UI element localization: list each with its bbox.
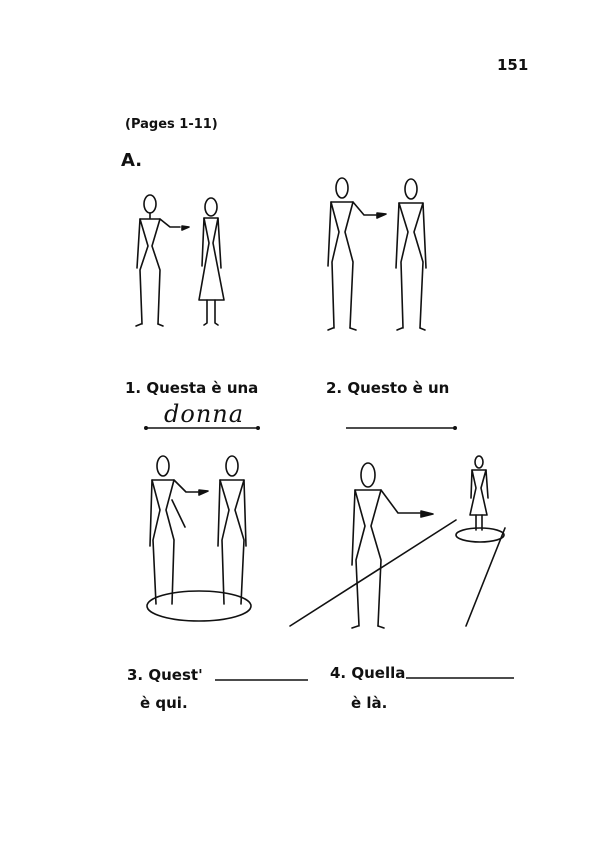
item-3-text: Quest' [148, 666, 203, 684]
section-reference: (Pages 1-11) [125, 117, 218, 132]
page-number: 151 [497, 56, 529, 74]
item-4-number: 4. [330, 664, 347, 682]
item-2-text: Questo è un [347, 379, 450, 397]
item-4: 4. Quella [330, 664, 405, 682]
item-3-number: 3. [127, 666, 144, 684]
answer-lines [146, 427, 514, 681]
item-1-number: 1. [125, 379, 142, 397]
figure-1-man-pointing-at-woman [135, 194, 225, 327]
figure-3-men-in-circle [146, 455, 252, 622]
item-2: 2. Questo è un [326, 379, 449, 397]
figure-4-man-pointing-far [289, 455, 506, 629]
item-3: 3. Quest' [127, 666, 203, 684]
item-3-continuation: è qui. [140, 694, 188, 712]
figure-2-man-pointing-at-man [327, 177, 427, 331]
item-1-answer: donna [164, 400, 245, 428]
item-1: 1. Questa è una [125, 379, 258, 397]
item-2-number: 2. [326, 379, 343, 397]
item-4-text: Quella [351, 664, 406, 682]
item-1-text: Questa è una [146, 379, 259, 397]
section-letter: A. [121, 150, 143, 171]
answer-line-dots [144, 426, 457, 430]
item-4-continuation: è là. [351, 694, 388, 712]
